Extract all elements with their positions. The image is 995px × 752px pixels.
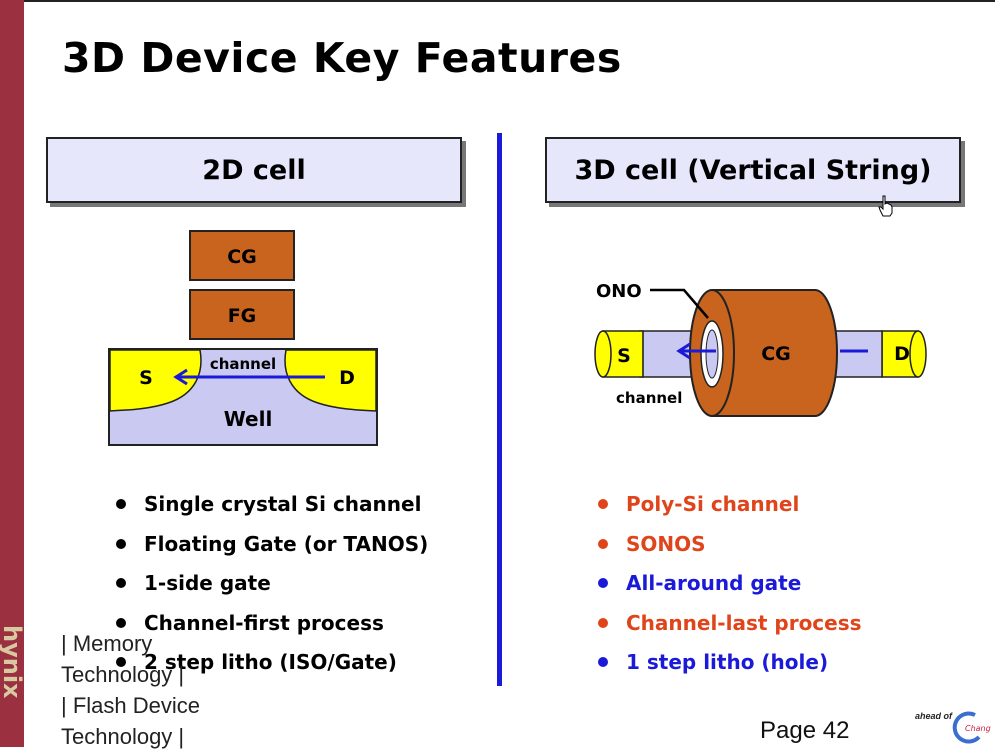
channel-label-2d: channel (210, 355, 276, 373)
source-label-3d: S (617, 345, 631, 367)
bullet-dot (116, 578, 126, 588)
bullet-dot (598, 499, 608, 509)
cg-label-2d: CG (227, 246, 257, 268)
bullet-dot (598, 657, 608, 667)
cg-label-3d: CG (761, 343, 791, 365)
page-number: Page 42 (760, 717, 850, 744)
footer-line-2: | Flash Device Technology | (61, 693, 200, 749)
floating-gate (189, 289, 295, 340)
bullet-dot (116, 657, 126, 667)
bullet-dot (598, 617, 608, 628)
bullet-dot (598, 538, 608, 549)
ono-pointer (650, 288, 709, 319)
top-border (0, 0, 995, 2)
header-3d-label: 3D cell (Vertical String) (574, 154, 932, 186)
logo-mark-icon: Chang (952, 711, 991, 744)
source-region (109, 349, 202, 412)
logo-text: ahead of (915, 711, 953, 721)
diagram-3d-cell: ONO CG S D channel (594, 281, 927, 417)
footer-line-1: | Memory Technology | (61, 631, 185, 687)
footer-logo: ahead of Chang (915, 703, 995, 747)
fg-label: FG (228, 305, 257, 327)
channel-label-3d: channel (616, 389, 682, 407)
column-divider (497, 133, 502, 686)
channel-right (829, 330, 883, 378)
diagram-2d-cell: CG FG S D channel Well (108, 230, 378, 446)
header-3d-cell: 3D cell (Vertical String) (545, 137, 961, 203)
bullet-dot (116, 538, 126, 549)
bullet-dot (116, 617, 126, 628)
control-gate-2d (189, 230, 295, 281)
slide-title: 3D Device Key Features (62, 34, 622, 82)
well-label: Well (224, 407, 273, 431)
ono-label: ONO (596, 281, 642, 302)
control-gate-3d (711, 289, 838, 417)
drain-region (284, 349, 377, 412)
drain-label-3d: D (894, 343, 910, 365)
drain-cylinder (909, 330, 927, 378)
bullet-dot (598, 578, 608, 588)
brand-sidebar: hynix (0, 0, 26, 747)
channel-arrow-head-2d (173, 368, 188, 386)
header-2d-label: 2D cell (202, 154, 306, 186)
header-2d-cell: 2D cell (46, 137, 462, 203)
svg-text:Chang: Chang (965, 724, 991, 733)
hand-cursor-icon (878, 195, 893, 217)
footer-text: | Memory Technology | | Flash Device Tec… (61, 628, 231, 752)
source-cylinder (594, 330, 612, 378)
source-label-2d: S (139, 367, 153, 389)
bullet-dot (116, 499, 126, 509)
drain-label-2d: D (339, 367, 355, 389)
